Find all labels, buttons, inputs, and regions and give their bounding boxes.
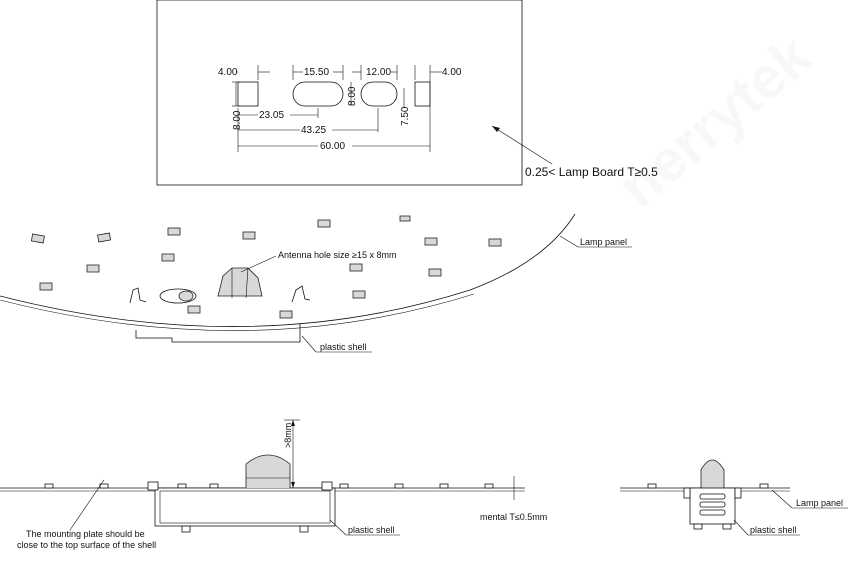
dim-4-right: 4.00 [442, 67, 462, 78]
right-oblong-hole [360, 81, 398, 107]
screw-hole [159, 288, 197, 304]
lamp-panel-edge [0, 213, 576, 327]
mounting-note-line2: close to the top surface of the shell [17, 540, 156, 550]
plastic-shell-label-top: plastic shell [320, 342, 367, 352]
dim-4-left: 4.00 [218, 67, 238, 78]
antenna-leader [240, 255, 277, 273]
side-view [0, 419, 525, 536]
lamp-panel-label-top: Lamp panel [580, 237, 627, 247]
antenna-cap [217, 267, 263, 297]
plastic-shell-label-end: plastic shell [750, 525, 797, 535]
dim-43-25: 43.25 [301, 125, 326, 136]
perspective-view [0, 213, 632, 353]
plastic-shell-perspective [135, 324, 301, 343]
hole-spec-frame [156, 0, 523, 186]
plastic-shell-label-side: plastic shell [348, 525, 395, 535]
antenna-note: Antenna hole size ≥15 x 8mm [278, 250, 397, 260]
dim-15-50: 15.50 [304, 67, 329, 78]
svg-text:nerrytek: nerrytek [607, 23, 825, 220]
antenna-dome-end [700, 459, 725, 488]
mounting-note-line1: The mounting plate should be [26, 529, 145, 539]
dim-7-50: 7.50 [400, 106, 411, 126]
right-square-hole [414, 81, 431, 107]
metal-thickness-note: mental T≤0.5mm [480, 512, 547, 522]
gap-dim: >8mm [283, 423, 293, 448]
clip-right [291, 285, 311, 303]
thickness-leader [491, 125, 553, 165]
left-oblong-hole [292, 81, 344, 107]
clip-left [129, 287, 147, 304]
lamp-panel-label-end: Lamp panel [796, 498, 843, 508]
thickness-note: 0.25< Lamp Board T≥0.5 [525, 165, 658, 179]
dim-23-05: 23.05 [259, 110, 284, 121]
led-pads [30, 215, 502, 319]
left-square-hole [237, 81, 259, 107]
dim-60-00: 60.00 [320, 141, 345, 152]
dim-8-mid: 8.00 [347, 86, 358, 106]
antenna-dome-side [245, 454, 291, 488]
watermark-logo: nerrytek [607, 23, 825, 220]
plastic-shell-side [154, 487, 336, 527]
hole-spec-panel: 4.00 15.50 12.00 4.00 8.00 8.00 7.50 23.… [156, 0, 553, 186]
dim-12-00: 12.00 [366, 67, 391, 78]
end-view [620, 459, 848, 536]
dim-8-left: 8.00 [232, 110, 243, 130]
